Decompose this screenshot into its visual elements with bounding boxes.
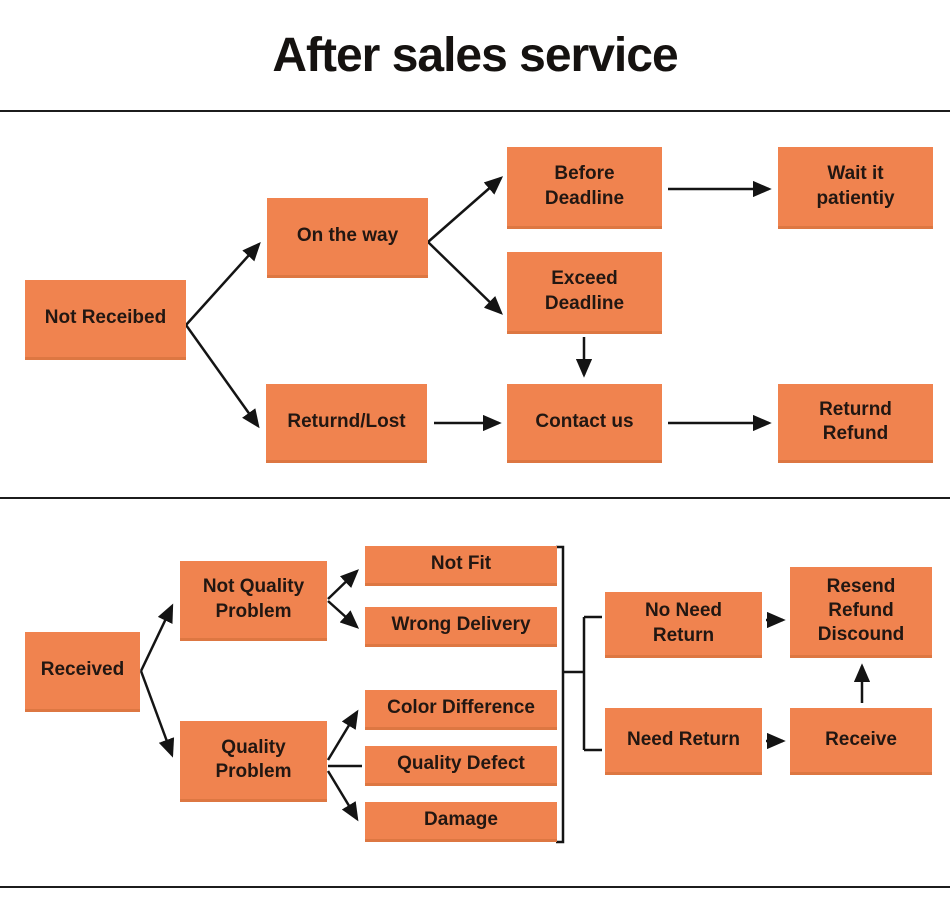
node-before-deadline: Before Deadline — [507, 147, 662, 229]
arrow-received-notqualityproblem — [139, 603, 174, 672]
divider-bottom — [0, 886, 950, 888]
arrow-qp-damage — [326, 770, 359, 822]
node-need-return: Need Return — [605, 708, 762, 775]
arrow-notreceived-returnedlost — [184, 324, 260, 429]
node-resend-refund-discound: Resend Refund Discound — [790, 567, 932, 658]
node-damage: Damage — [365, 802, 557, 842]
node-on-the-way: On the way — [267, 198, 428, 278]
node-wait-it-patiently: Wait it patientiy — [778, 147, 933, 229]
arrow-qp-colordifference — [326, 709, 359, 761]
arrow-received-qualityproblem — [139, 670, 175, 758]
node-returned-lost: Returnd/Lost — [266, 384, 427, 463]
node-received: Received — [25, 632, 140, 712]
arrow-notreceived-ontheway — [185, 241, 261, 326]
arrow-ontheway-beforedeadline — [427, 176, 504, 243]
node-contact-us: Contact us — [507, 384, 662, 463]
arrow-ontheway-exceeddeadline — [427, 241, 503, 315]
node-returned-refund: Returnd Refund — [778, 384, 933, 463]
node-not-received: Not Receibed — [25, 280, 186, 360]
bracket-right-of-issues — [556, 545, 565, 844]
arrow-nqp-wrongdelivery — [327, 600, 360, 629]
node-receive: Receive — [790, 708, 932, 775]
divider-middle — [0, 497, 950, 499]
node-wrong-delivery: Wrong Delivery — [365, 607, 557, 647]
arrow-nqp-notfit — [327, 569, 359, 600]
page-title: After sales service — [272, 29, 678, 82]
node-no-need-return: No Need Return — [605, 592, 762, 658]
bracket-distributor — [563, 615, 602, 752]
node-quality-defect: Quality Defect — [365, 746, 557, 786]
divider-top — [0, 110, 950, 112]
node-color-difference: Color Difference — [365, 690, 557, 730]
node-not-fit: Not Fit — [365, 546, 557, 586]
node-exceed-deadline: Exceed Deadline — [507, 252, 662, 334]
node-quality-problem: Quality Problem — [180, 721, 327, 802]
node-not-quality-problem: Not Quality Problem — [180, 561, 327, 641]
